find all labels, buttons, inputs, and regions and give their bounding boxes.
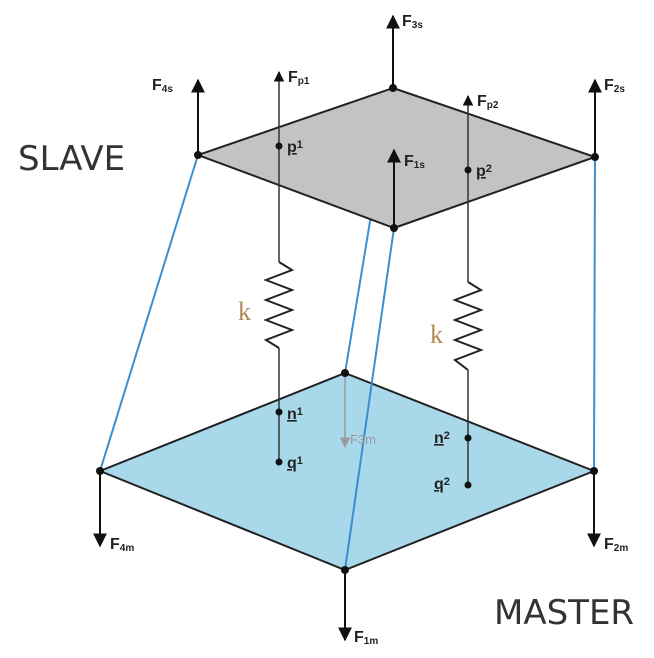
- label-n1: n1: [287, 406, 303, 423]
- spring-constant-left: k: [238, 297, 251, 326]
- connector-left: [99, 154, 199, 472]
- label-f2s: F2s: [604, 77, 625, 95]
- label-f4s: F4s: [152, 77, 173, 95]
- label-f1s: F1s: [404, 153, 425, 171]
- label-q2: q2: [434, 476, 450, 493]
- label-q1: q1: [287, 455, 303, 472]
- label-p1: p1: [287, 139, 303, 156]
- spring-constant-right: k: [430, 320, 443, 349]
- label-n2: n2: [434, 430, 450, 447]
- slave-label: SLAVE: [18, 139, 125, 179]
- spring-left: [263, 261, 295, 349]
- label-f4m: F4m: [110, 536, 134, 554]
- label-fp1: Fp1: [288, 69, 310, 87]
- master-plate: [97, 371, 597, 572]
- label-f3s-top: F3s: [402, 13, 423, 31]
- label-f1m: F1m: [354, 629, 378, 647]
- label-f2m: F2m: [604, 536, 628, 554]
- connector-front-b: [344, 227, 395, 571]
- connector-right: [593, 156, 596, 472]
- label-fp2: Fp2: [477, 93, 499, 111]
- master-label: MASTER: [494, 593, 634, 633]
- label-f3m: F3m: [350, 432, 376, 447]
- slave-plate: [195, 86, 599, 230]
- label-p2: p2: [476, 163, 492, 180]
- spring-right: [452, 281, 484, 371]
- node-dots: [96, 84, 599, 574]
